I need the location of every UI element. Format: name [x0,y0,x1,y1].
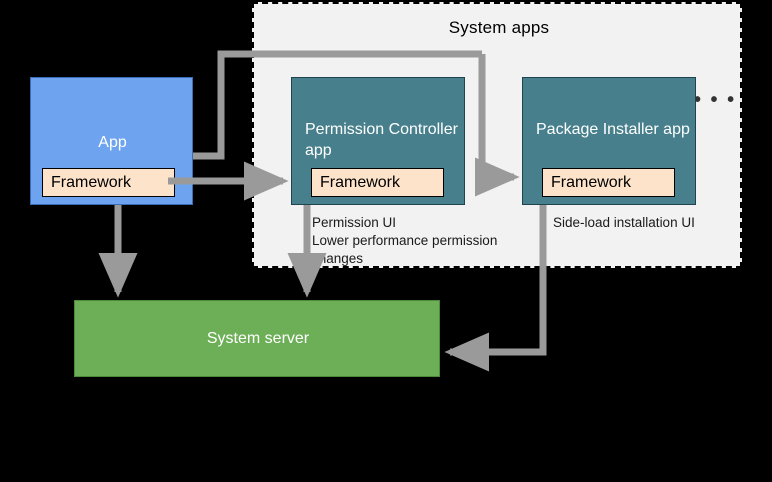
package-installer-app-label: Package Installer app [536,121,690,138]
permission-controller-framework-box: Framework [311,168,444,197]
system-server-label: System server [206,330,310,347]
app-framework-label: Framework [51,173,132,191]
permission-controller-app-label: Permission Controller app [305,121,458,159]
system-apps-title: System apps [448,18,550,37]
package-installer-framework-box: Framework [542,168,675,197]
app-framework-box: Framework [42,168,175,197]
app-box-label: App [98,134,127,151]
package-installer-caption: Side-load installation UI [553,215,695,230]
ellipsis-icon: • • • [694,89,737,111]
permission-controller-framework-label: Framework [320,173,401,191]
permission-controller-caption: Permission UI Lower performance permissi… [312,215,498,266]
system-server-box: System server [74,300,440,377]
package-installer-framework-label: Framework [551,173,632,191]
